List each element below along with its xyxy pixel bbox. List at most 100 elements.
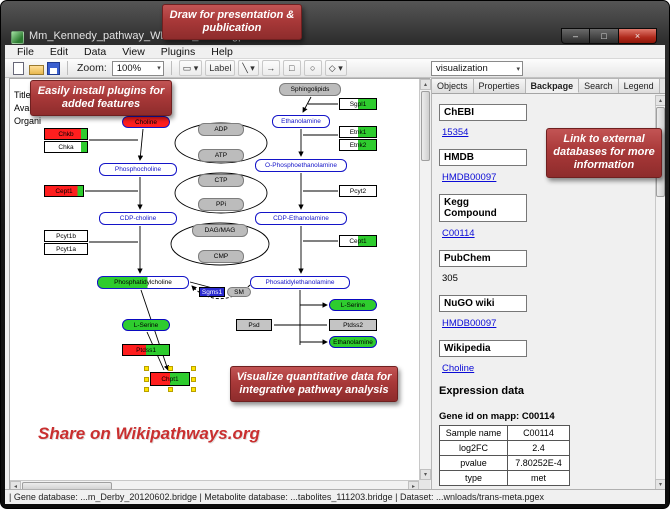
vertical-scroll-thumb[interactable] bbox=[421, 91, 430, 161]
tab-legend[interactable]: Legend bbox=[618, 79, 660, 93]
section-header-hmdb: HMDB bbox=[439, 149, 527, 166]
tab-objects[interactable]: Objects bbox=[432, 79, 474, 93]
node-ptdss2[interactable]: Ptdss2 bbox=[329, 319, 377, 331]
link-kegg-compound[interactable]: C00114 bbox=[442, 228, 475, 239]
node-chka[interactable]: Chka bbox=[44, 141, 88, 153]
link-wikipedia[interactable]: Choline bbox=[442, 363, 475, 374]
selection-handle[interactable] bbox=[168, 366, 173, 371]
node-dag-mag[interactable]: DAG/MAG bbox=[192, 224, 248, 237]
node-ctp[interactable]: CTP bbox=[198, 174, 244, 187]
node-o-phosphoethanolamine[interactable]: O-Phosphoethanolamine bbox=[255, 159, 347, 172]
shape-tool[interactable]: ◇ ▾ bbox=[324, 60, 347, 76]
node-pcyt1a[interactable]: Pcyt1a bbox=[44, 243, 88, 255]
table-cell: type bbox=[439, 470, 508, 486]
link-chebi[interactable]: 15354 bbox=[442, 127, 469, 138]
maximize-button[interactable]: □ bbox=[590, 28, 619, 44]
node-cmp[interactable]: CMP bbox=[198, 250, 244, 263]
node-choline[interactable]: Choline bbox=[122, 116, 170, 128]
node-pcyt1b[interactable]: Pcyt1b bbox=[44, 230, 88, 242]
table-cell: pvalue bbox=[439, 455, 508, 471]
line-tool[interactable]: ╲ ▾ bbox=[238, 60, 259, 76]
node-chkb[interactable]: Chkb bbox=[44, 128, 88, 140]
node-atp[interactable]: ATP bbox=[198, 149, 244, 162]
node-sgpl1[interactable]: Sgpl1 bbox=[339, 98, 377, 110]
link-hmdb[interactable]: HMDB00097 bbox=[442, 172, 497, 183]
node-cdp-ethanolamine[interactable]: CDP-Ethanolamine bbox=[255, 212, 347, 225]
arrow-tool[interactable]: → bbox=[261, 60, 280, 76]
node-chpt1[interactable]: Chpt1 bbox=[150, 372, 190, 386]
node-cdp-choline[interactable]: CDP-choline bbox=[99, 212, 177, 225]
node-psd[interactable]: Psd bbox=[236, 319, 272, 331]
node-adp[interactable]: ADP bbox=[198, 123, 244, 136]
chevron-down-icon: ▾ bbox=[157, 65, 161, 72]
selection-handle[interactable] bbox=[168, 387, 173, 392]
node-sgms1[interactable]: Sgms1 bbox=[199, 287, 225, 297]
tab-search[interactable]: Search bbox=[579, 79, 619, 93]
rect-tool[interactable]: □ bbox=[282, 60, 301, 76]
tab-properties[interactable]: Properties bbox=[473, 79, 526, 93]
menu-data[interactable]: Data bbox=[84, 45, 107, 58]
node-ethanolamine[interactable]: Ethanolamine bbox=[272, 115, 330, 128]
minimize-button[interactable]: – bbox=[561, 28, 590, 44]
selection-handle[interactable] bbox=[191, 377, 196, 382]
tab-backpage[interactable]: Backpage bbox=[525, 79, 580, 93]
node-pcyt2[interactable]: Pcyt2 bbox=[339, 185, 377, 197]
selection-handle[interactable] bbox=[144, 366, 149, 371]
selection-handle[interactable] bbox=[144, 377, 149, 382]
selection-handle[interactable] bbox=[191, 387, 196, 392]
zoom-combobox[interactable]: 100% ▾ bbox=[111, 60, 164, 76]
scrollbar-corner bbox=[419, 480, 430, 491]
link-nugo-wiki[interactable]: HMDB00097 bbox=[442, 318, 497, 329]
node-sm[interactable]: SM bbox=[227, 287, 251, 297]
node-l-serine[interactable]: L-Serine bbox=[329, 299, 377, 311]
node-ppi[interactable]: PPi bbox=[198, 198, 244, 211]
datanode-tool[interactable]: ▭ ▾ bbox=[178, 60, 203, 76]
selection-handle[interactable] bbox=[191, 366, 196, 371]
table-cell: 7.80252E-4 bbox=[507, 455, 570, 471]
drawing-tools-group: ▭ ▾Label╲ ▾→□○◇ ▾ bbox=[178, 60, 347, 76]
node-etnk1[interactable]: Etnk1 bbox=[339, 126, 377, 138]
node-cept1[interactable]: Cept1 bbox=[44, 185, 84, 197]
menu-help[interactable]: Help bbox=[211, 45, 233, 58]
scroll-up-icon[interactable]: ▴ bbox=[655, 95, 665, 106]
menu-edit[interactable]: Edit bbox=[49, 45, 69, 58]
scroll-up-icon[interactable]: ▴ bbox=[420, 79, 431, 90]
open-file-icon[interactable] bbox=[29, 64, 44, 75]
table-cell: met bbox=[507, 470, 570, 486]
visualization-combobox[interactable]: visualization ▾ bbox=[431, 61, 523, 76]
callout-external-databases: Link to external databases for more info… bbox=[546, 128, 662, 178]
label-tool[interactable]: Label bbox=[205, 60, 236, 76]
node-phosphatidylcholine[interactable]: Phosphatidylcholine bbox=[97, 276, 189, 289]
node-sphingolipids[interactable]: Sphingolipids bbox=[279, 83, 341, 96]
node-cept1[interactable]: Cept1 bbox=[339, 235, 377, 247]
status-bar: | Gene database: ...m_Derby_20120602.bri… bbox=[5, 489, 665, 504]
canvas-vertical-scrollbar[interactable]: ▴ ▾ bbox=[419, 79, 431, 480]
selection-handle[interactable] bbox=[144, 387, 149, 392]
menu-file[interactable]: File bbox=[17, 45, 34, 58]
table-cell: Sample name bbox=[439, 425, 508, 441]
ellipse-tool[interactable]: ○ bbox=[303, 60, 322, 76]
table-cell: C00114 bbox=[507, 425, 570, 441]
node-phosatidylethanolamine[interactable]: Phosatidylethanolamine bbox=[250, 276, 350, 289]
node-ptdss1[interactable]: Ptdss1 bbox=[122, 344, 170, 356]
node-phosphocholine[interactable]: Phosphocholine bbox=[99, 163, 177, 176]
save-icon[interactable] bbox=[47, 61, 60, 75]
canvas-label-0: Title: bbox=[14, 90, 34, 100]
table-cell: log2FC bbox=[439, 440, 508, 456]
close-button[interactable]: × bbox=[619, 28, 657, 44]
scroll-down-icon[interactable]: ▾ bbox=[420, 469, 431, 480]
node-ethanolamine[interactable]: Ethanolamine bbox=[329, 336, 377, 348]
node-l-serine[interactable]: L-Serine bbox=[122, 319, 170, 331]
node-etnk2[interactable]: Etnk2 bbox=[339, 139, 377, 151]
menu-view[interactable]: View bbox=[122, 45, 145, 58]
new-file-icon[interactable] bbox=[13, 61, 24, 75]
app-icon bbox=[11, 31, 24, 44]
menu-plugins[interactable]: Plugins bbox=[160, 45, 196, 58]
